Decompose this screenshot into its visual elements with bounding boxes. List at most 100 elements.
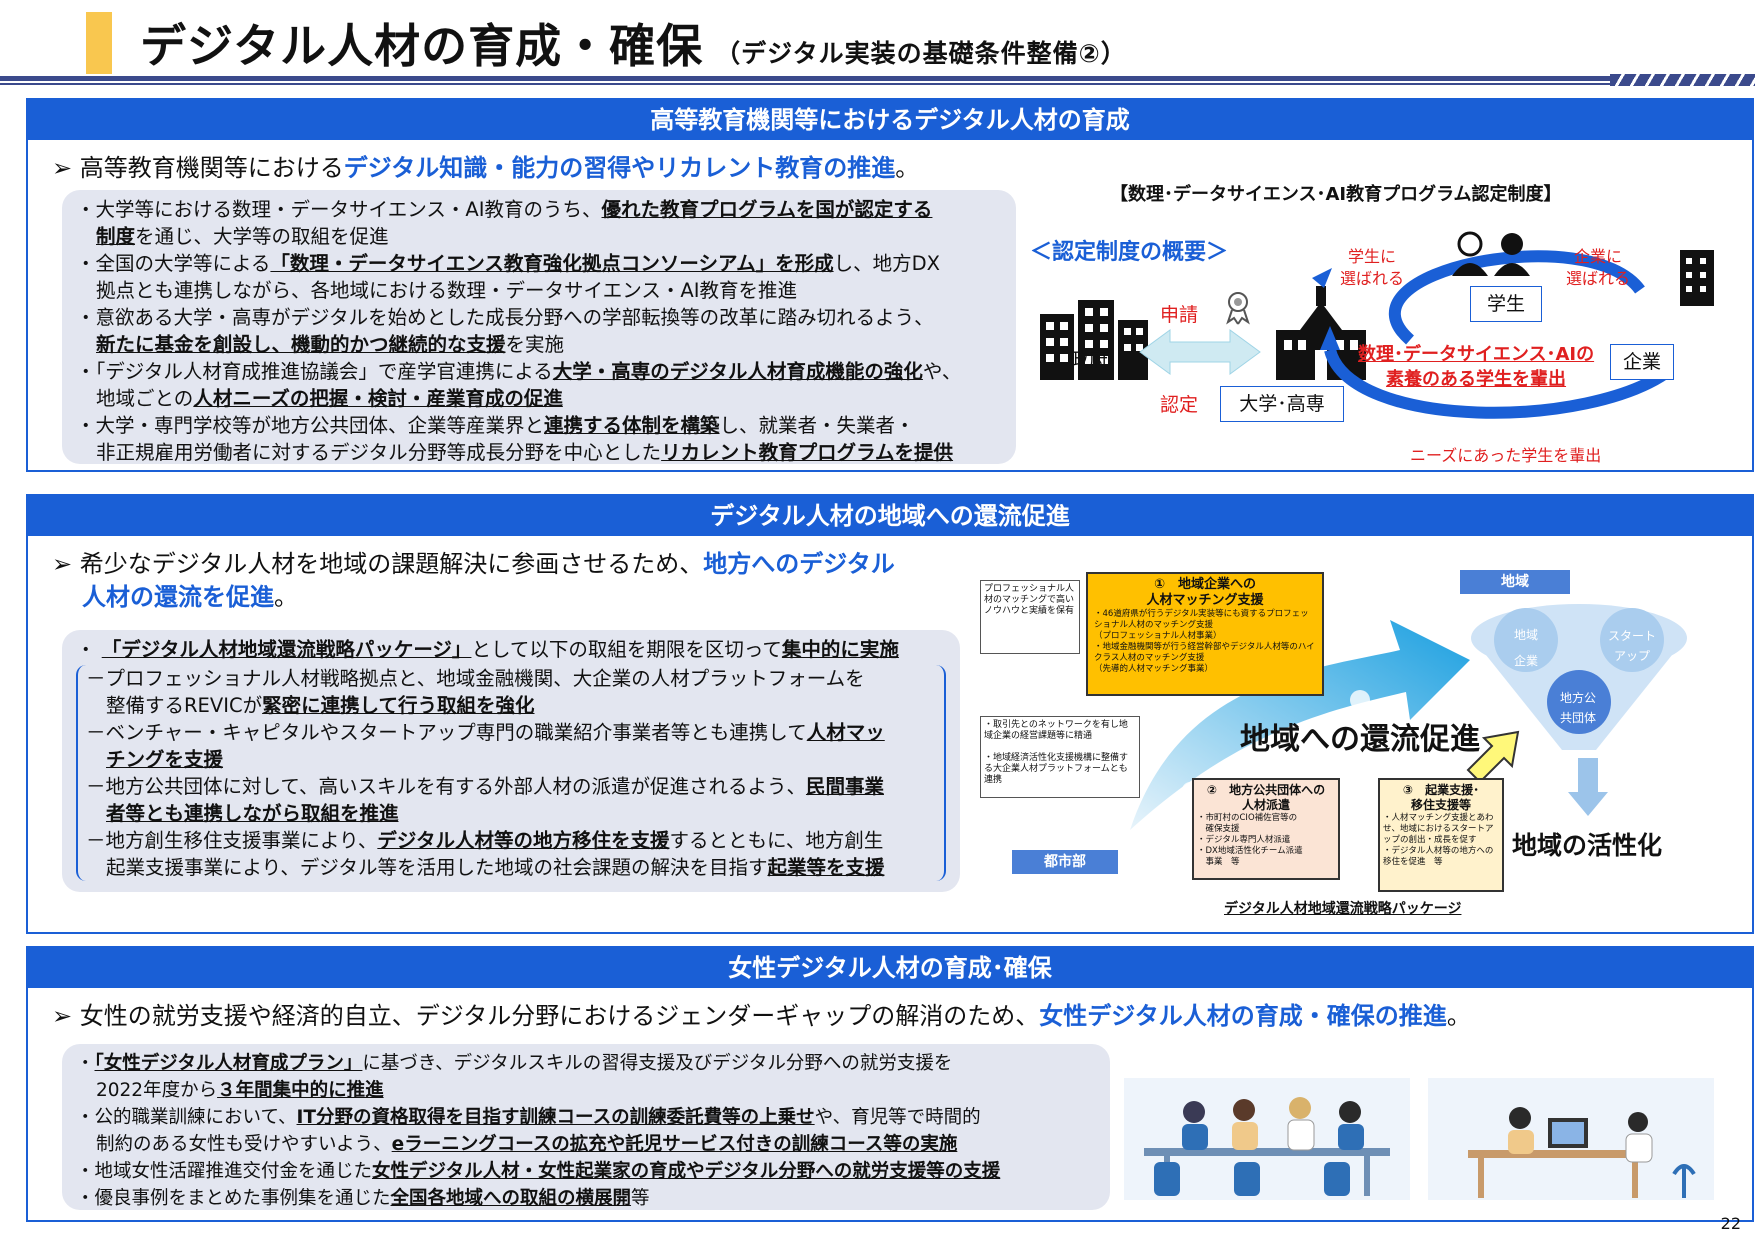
- section1-bullets: ・大学等における数理・データサイエンス・AI教育のうち、優れた教育プログラムを国…: [62, 190, 1016, 464]
- bullet-text: 等: [631, 1188, 650, 1209]
- bullet-emphasis: 「数理・データサイエンス教育強化拠点コンソーシアム」を形成: [270, 252, 834, 275]
- bullet-emphasis: 優れた教育プログラムを国が認定する: [601, 198, 933, 221]
- certify-label: 認定: [1160, 394, 1199, 416]
- lead-highlight: デジタル知識・能力の習得やリカレント教育の推進: [343, 154, 896, 182]
- bullet-emphasis: eラーニングコースの拡充や託児サービス付きの訓練コース等の実施: [391, 1134, 958, 1155]
- bullet-emphasis: 集中的に実施: [781, 638, 899, 661]
- bullet-text: を通じ、大学等の取組を促進: [135, 225, 389, 248]
- bullet-text: ・優良事例をまとめた事例集を通じた: [76, 1188, 391, 1209]
- package-label: デジタル人材地域還流戦略パッケージ: [1224, 901, 1462, 917]
- bullet-line: 制度を通じ、大学等の取組を促進: [76, 223, 1002, 250]
- arrow-bullet-icon: ➢: [52, 550, 80, 578]
- bullet-text: ・大学等における数理・データサイエンス・AI教育のうち、: [76, 198, 602, 221]
- bullet-line: 起業支援事業により、デジタル等を活用した地域の社会課題の解決を目指す起業等を支援: [86, 854, 936, 881]
- gov-label: 政府: [1070, 349, 1109, 371]
- bullet-text: 拠点とも連携しながら、各地域における数理・データサイエンス・AI教育を推進: [96, 279, 798, 302]
- bullet-emphasis: 制度: [96, 225, 136, 248]
- startup-support-body: ・人材マッチング支援とあわせ、地域におけるスタートアップの創出・成長を促す ・デ…: [1383, 813, 1494, 867]
- lead-highlight-1: 地方へのデジタル: [703, 550, 895, 578]
- bullet-emphasis: リカレント教育プログラムを提供: [661, 441, 954, 464]
- cert-overview-label: ＜認定制度の概要＞: [1030, 240, 1229, 265]
- bullet-line: ・意欲ある大学・高専がデジタルを始めとした成長分野への学部転換等の改革に踏み切れ…: [76, 304, 1002, 331]
- arrow-bullet-icon: ➢: [52, 154, 80, 182]
- page-title: デジタル人材の育成・確保 （デジタル実装の基礎条件整備②）: [140, 10, 1127, 76]
- return-arrow-text: 地域への還流促進: [1240, 722, 1480, 757]
- region-label: 地域: [1460, 570, 1570, 594]
- page-subtitle: （デジタル実装の基礎条件整備②）: [715, 39, 1127, 68]
- circle-startup: スタート アップ: [1607, 629, 1656, 663]
- section2-lead: ➢ 希少なデジタル人材を地域の課題解決に参画させるため、地方へのデジタル人材の還…: [52, 548, 952, 614]
- bullet-text: ・大学・専門学校等が地方公共団体、企業等産業界と: [76, 414, 545, 437]
- bullet-line: ・地域女性活躍推進交付金を通じた女性デジタル人材・女性起業家の育成やデジタル分野…: [76, 1158, 1096, 1185]
- women-studying-illustration: [1428, 1078, 1714, 1200]
- page-number: 22: [1720, 1214, 1741, 1233]
- matching-support-body: ・46道府県が行うデジタル実装等にも資するプロフェッショナル人材のマッチング支援…: [1094, 609, 1315, 674]
- bullet-emphasis: 緊密に連携して行う取組を強化: [262, 694, 535, 717]
- bullet-text: ・「デジタル人材育成推進協議会」で産学官連携による: [76, 360, 553, 383]
- bullet-emphasis: 人材マッ: [806, 721, 885, 744]
- bullet-text: として以下の取組を期限を区切って: [471, 638, 782, 661]
- section3-lead: ➢ 女性の就労支援や経済的自立、デジタル分野におけるジェンダーギャップの解消のた…: [52, 1000, 1471, 1033]
- apply-certify-arrow: [1139, 329, 1261, 375]
- cycle-arrow-bottom: [1324, 348, 1674, 419]
- bullet-text: ・全国の大学等による: [76, 252, 271, 275]
- bullet-emphasis: IT分野の資格取得を目指す訓練コースの訓練委託費等の上乗せ: [296, 1107, 815, 1128]
- bullet-line: －地方公共団体に対して、高いスキルを有する外部人材の派遣が促進されるよう、民間事…: [86, 773, 936, 800]
- bullet-line: 拠点とも連携しながら、各地域における数理・データサイエンス・AI教育を推進: [76, 277, 1002, 304]
- bullet-line: ・「女性デジタル人材育成プラン」に基づき、デジタルスキルの習得支援及びデジタル分…: [76, 1050, 1096, 1077]
- bullet-text: ・地域女性活躍推進交付金を通じた: [76, 1161, 373, 1182]
- women-meeting-illustration: [1124, 1078, 1410, 1200]
- apply-label: 申請: [1160, 304, 1199, 326]
- circle-local-company: 地域 企業: [1513, 628, 1538, 668]
- bullet-line: ・公的職業訓練において、IT分野の資格取得を目指す訓練コースの訓練委託費等の上乗…: [76, 1104, 1096, 1131]
- bullet-line: －プロフェッショナル人材戦略拠点と、地域金融機関、大企業の人材プラットフォームを: [86, 665, 936, 692]
- bullet-line: ・全国の大学等による「数理・データサイエンス教育強化拠点コンソーシアム」を形成し…: [76, 250, 1002, 277]
- bullet-line: チングを支援: [86, 746, 936, 773]
- bullet-line: ・優良事例をまとめた事例集を通じた全国各地域への取組の横展開等: [76, 1185, 1096, 1212]
- bullet-text: 地域ごとの: [96, 387, 194, 410]
- header-rule: [0, 76, 1755, 81]
- bullet-emphasis: 者等とも連携しながら取組を推進: [106, 802, 399, 825]
- bullet-line: 者等とも連携しながら取組を推進: [86, 800, 936, 827]
- chosen-by-student: 学生に 選ばれる: [1340, 247, 1405, 288]
- bullet-text: 整備するREVICが: [106, 694, 263, 717]
- student-label: 学生: [1470, 286, 1542, 322]
- page-title-text: デジタル人材の育成・確保: [140, 19, 704, 73]
- section-heading: 女性デジタル人材の育成･確保: [28, 948, 1752, 988]
- bullet-line: ・ 「デジタル人材地域還流戦略パッケージ」として以下の取組を期限を区切って集中的…: [76, 636, 946, 663]
- bullet-text: するとともに、地方創生: [669, 829, 884, 852]
- bullet-text: －地方公共団体に対して、高いスキルを有する外部人材の派遣が促進されるよう、: [86, 775, 806, 798]
- startup-support-title: ③ 起業支援･ 移住支援等: [1402, 783, 1480, 812]
- lead-highlight: 女性デジタル人材の育成・確保の推進: [1039, 1002, 1447, 1030]
- section-heading: 高等教育機関等におけるデジタル人材の育成: [28, 100, 1752, 140]
- section3-bullets: ・「女性デジタル人材育成プラン」に基づき、デジタルスキルの習得支援及びデジタル分…: [62, 1044, 1110, 1210]
- bullet-text: 制約のある女性も受けやすいよう、: [96, 1134, 392, 1155]
- cert-program-title: 【数理･データサイエンス･AI教育プログラム認定制度】: [1110, 184, 1562, 205]
- bullet-line: －ベンチャー・キャピタルやスタートアップ専門の職業紹介事業者等とも連携して人材マ…: [86, 719, 936, 746]
- note-finance: ・取引先とのネットワークを有し地域企業の経営課題等に精通 ・地域経済活性化支援機…: [980, 716, 1140, 798]
- bullet-text: ・: [76, 638, 102, 661]
- dispatch-box: ② 地方公共団体への 人材派遣 ・市町村のCIO補佐官等の 確保支援 ・デジタル…: [1192, 778, 1340, 880]
- title-accent-bar: [86, 12, 112, 74]
- bullet-emphasis: 民間事業: [805, 775, 884, 798]
- region-activation: 地域の活性化: [1512, 831, 1663, 860]
- startup-support-box: ③ 起業支援･ 移住支援等 ・人材マッチング支援とあわせ、地域におけるスタートア…: [1378, 778, 1504, 892]
- bullet-emphasis: デジタル人材等の地方移住を支援: [377, 829, 670, 852]
- bullet-line: ・大学等における数理・データサイエンス・AI教育のうち、優れた教育プログラムを国…: [76, 196, 1002, 223]
- bullet-emphasis: 起業等を支援: [767, 856, 885, 879]
- section-women-digital: 女性デジタル人材の育成･確保: [26, 946, 1754, 1222]
- section-higher-education: 高等教育機関等におけるデジタル人材の育成: [26, 98, 1754, 472]
- section-regional-return: デジタル人材の地域への還流促進: [26, 494, 1754, 934]
- bottom-outcome: ニーズにあった学生を輩出: [1410, 446, 1602, 465]
- bullet-emphasis: 「女性デジタル人材育成プラン」: [94, 1053, 363, 1074]
- bullet-emphasis: 大学・高専のデジタル人材育成機能の強化: [552, 360, 923, 383]
- circle-local-gov: 地方公 共団体: [1559, 691, 1596, 725]
- bullet-line: 非正規雇用労働者に対するデジタル分野等成長分野を中心としたリカレント教育プログラ…: [76, 439, 1002, 466]
- lead-text: 高等教育機関等における: [79, 154, 344, 182]
- company-building-icon: [1680, 250, 1714, 306]
- section1-lead: ➢ 高等教育機関等におけるデジタル知識・能力の習得やリカレント教育の推進。: [52, 152, 919, 185]
- bullet-line: 整備するREVICが緊密に連携して行う取組を強化: [86, 692, 936, 719]
- bullet-emphasis: 連携する体制を構築: [544, 414, 720, 437]
- medal-icon: [1226, 292, 1250, 325]
- cycle-arrow-top: [1388, 250, 1645, 345]
